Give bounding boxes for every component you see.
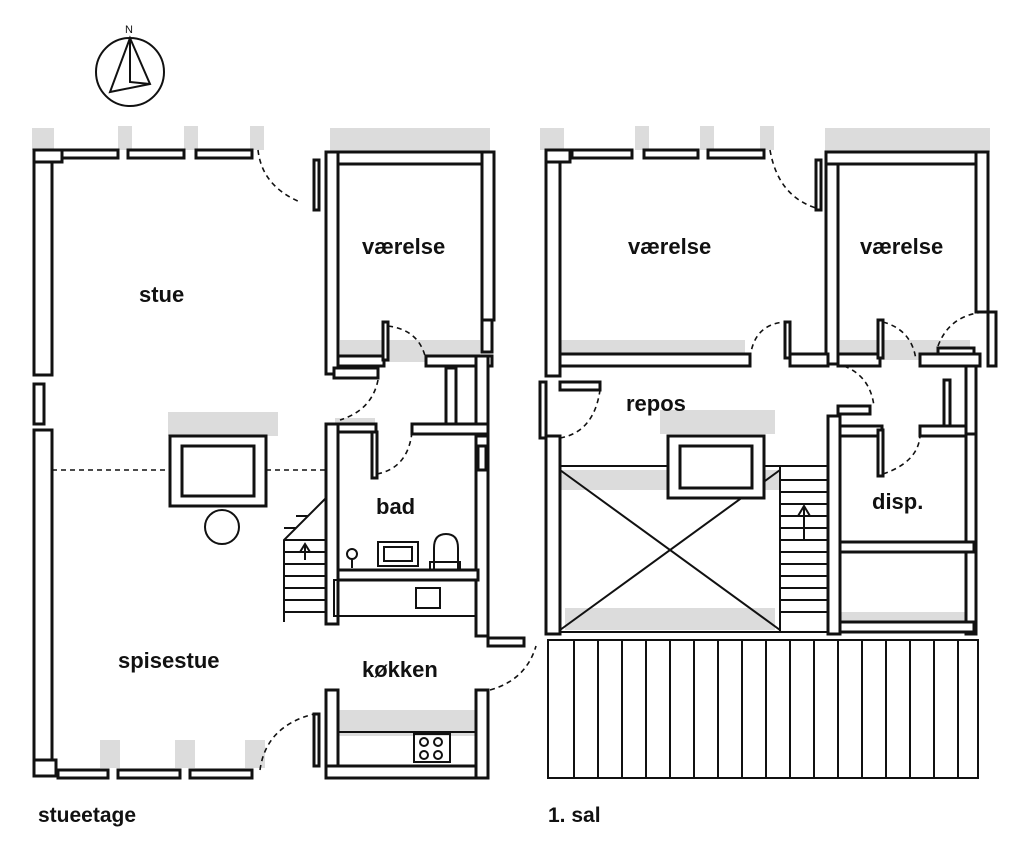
label-koekken: køkken — [362, 657, 438, 682]
ground-floor-plan — [32, 148, 537, 780]
north-compass: N — [95, 24, 165, 107]
label-vaerelse-ground: værelse — [362, 234, 445, 259]
label-stue: stue — [139, 282, 184, 307]
label-vaerelse-first-right: værelse — [860, 234, 943, 259]
ground-floor-title: stueetage — [38, 804, 136, 827]
first-floor-title: 1. sal — [548, 804, 601, 827]
label-repos: repos — [626, 391, 686, 416]
label-spisestue: spisestue — [118, 648, 220, 673]
label-vaerelse-first-left: værelse — [628, 234, 711, 259]
label-disp: disp. — [872, 489, 923, 514]
compass-north-label: N — [125, 24, 133, 36]
first-floor-plan — [538, 148, 998, 779]
label-bad: bad — [376, 494, 415, 519]
